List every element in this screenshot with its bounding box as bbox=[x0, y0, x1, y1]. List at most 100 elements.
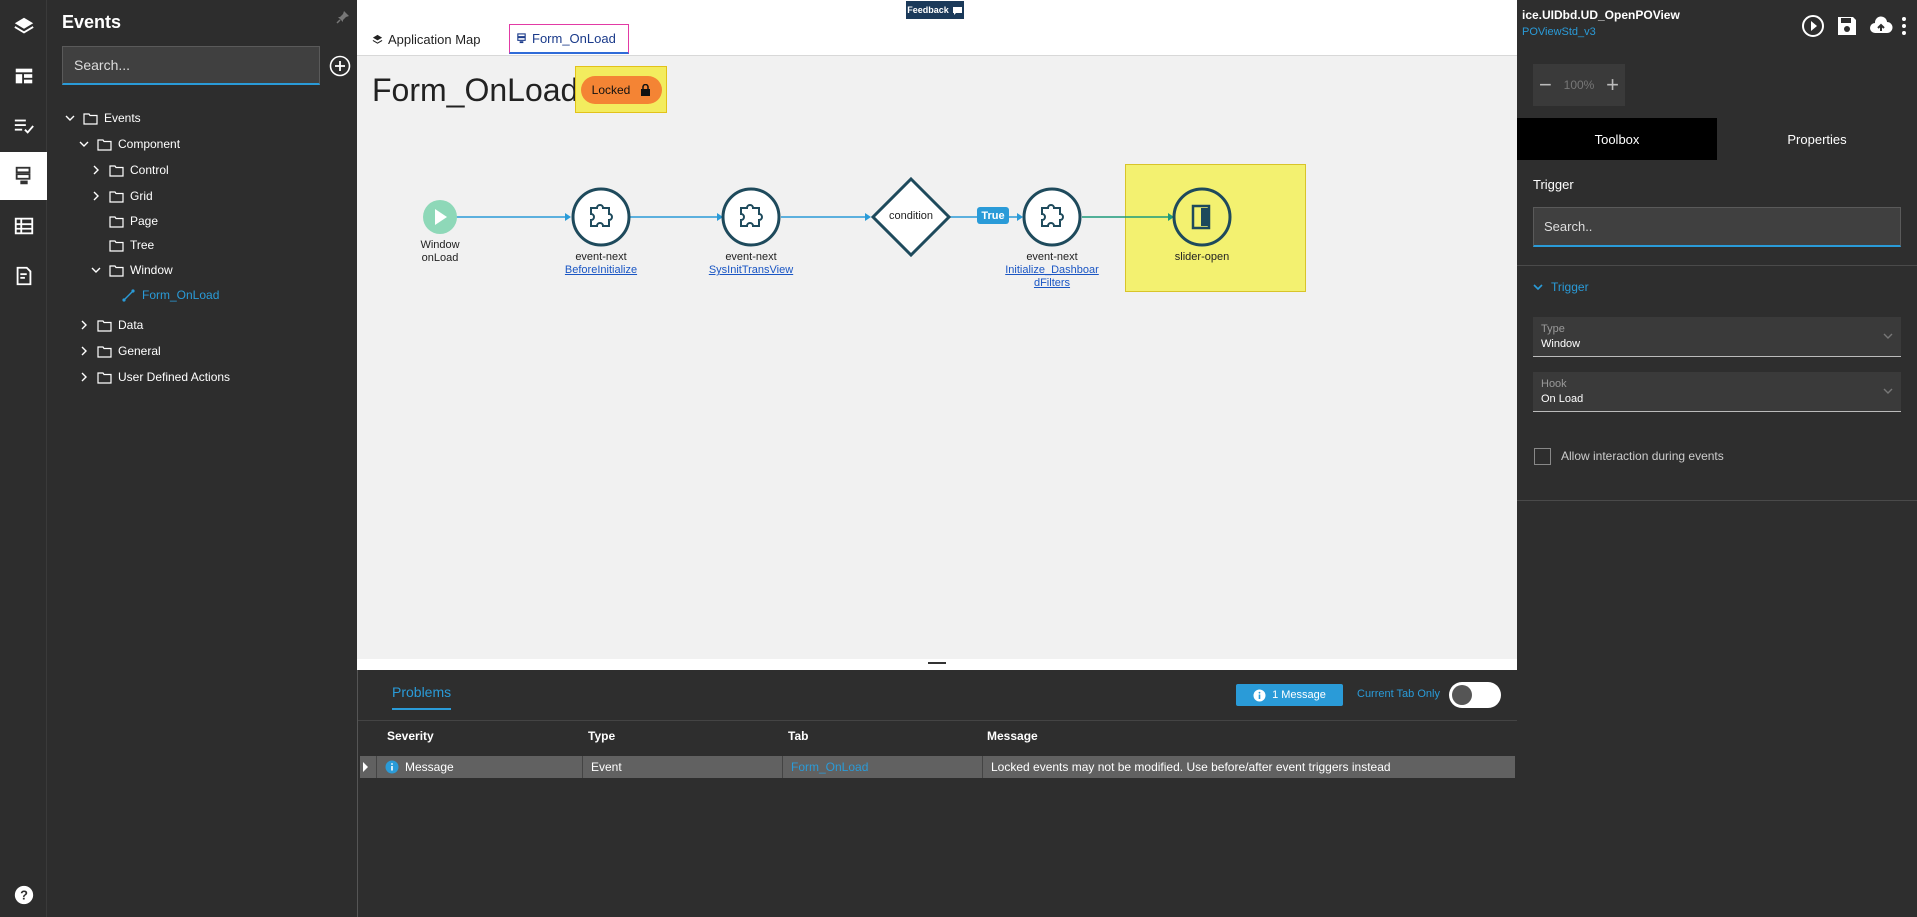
table-icon bbox=[14, 217, 33, 235]
tree-item-data[interactable]: Data bbox=[77, 316, 143, 334]
chevron-right-icon[interactable] bbox=[77, 370, 91, 384]
tree-item-window[interactable]: Window bbox=[89, 261, 173, 279]
tree-item-label: Tree bbox=[130, 238, 155, 252]
rail-table-button[interactable] bbox=[0, 202, 47, 250]
chevron-down-icon bbox=[1883, 388, 1893, 394]
tab-properties[interactable]: Properties bbox=[1717, 118, 1917, 160]
rail-events-button[interactable] bbox=[0, 152, 47, 200]
rail-dashboard-button[interactable] bbox=[0, 52, 47, 100]
table-row[interactable]: Message Event Form_OnLoad Locked events … bbox=[360, 756, 1515, 778]
start-node[interactable] bbox=[423, 200, 457, 234]
play-icon[interactable] bbox=[1801, 14, 1825, 38]
info-icon bbox=[385, 760, 399, 774]
explorer-search-input[interactable] bbox=[62, 46, 320, 85]
layer-subtitle-link[interactable]: POViewStd_v3 bbox=[1522, 26, 1596, 38]
locked-badge[interactable]: Locked bbox=[581, 76, 662, 104]
zoom-out-button[interactable]: − bbox=[1539, 72, 1552, 97]
tree-item-label: Form_OnLoad bbox=[142, 288, 220, 302]
node-link-beforeinitialize[interactable]: BeforeInitialize bbox=[564, 264, 638, 276]
hook-select[interactable]: Hook On Load bbox=[1533, 372, 1901, 412]
tree-item-component[interactable]: Component bbox=[77, 135, 180, 153]
chevron-right-icon[interactable] bbox=[89, 163, 103, 177]
right-panel-header: ice.UIDbd.UD_OpenPOView POViewStd_v3 bbox=[1517, 0, 1917, 53]
node-link-initialize-dashboard-1[interactable]: Initialize_Dashboar bbox=[1005, 264, 1099, 276]
tree-item-label: Events bbox=[104, 111, 141, 125]
checklist-icon bbox=[14, 119, 34, 134]
tree-item-general[interactable]: General bbox=[77, 342, 161, 360]
event-canvas[interactable]: Form_OnLoad Locked bbox=[357, 56, 1517, 659]
chevron-right-icon[interactable] bbox=[77, 344, 91, 358]
column-header-tab[interactable]: Tab bbox=[788, 729, 809, 743]
events-explorer: Events Events Component Control Grid Pag… bbox=[47, 0, 357, 917]
flow-diagram bbox=[423, 176, 1232, 258]
condition-node[interactable] bbox=[870, 176, 952, 258]
tree-item-label: Grid bbox=[130, 189, 153, 203]
current-tab-only-toggle[interactable] bbox=[1449, 682, 1501, 708]
rail-layers-button[interactable] bbox=[0, 2, 47, 50]
info-icon bbox=[1253, 689, 1266, 701]
puzzle-icon bbox=[740, 204, 763, 227]
folder-icon bbox=[97, 319, 112, 332]
event-next-node-beforeinitialize[interactable] bbox=[571, 187, 631, 247]
feedback-button[interactable]: Feedback bbox=[906, 1, 964, 19]
tree-item-user-defined-actions[interactable]: User Defined Actions bbox=[77, 368, 230, 386]
slider-open-node[interactable] bbox=[1172, 187, 1232, 247]
field-label: Hook bbox=[1541, 378, 1567, 390]
field-label: Type bbox=[1541, 323, 1565, 335]
problems-table-header: Severity Type Tab Message bbox=[358, 720, 1518, 750]
node-link-sysinittransview[interactable]: SysInitTransView bbox=[708, 264, 794, 276]
problems-panel: Problems 1 Message Current Tab Only Seve… bbox=[357, 670, 1518, 917]
add-event-button[interactable] bbox=[329, 55, 351, 77]
chevron-down-icon[interactable] bbox=[89, 263, 103, 277]
pin-icon[interactable] bbox=[336, 10, 350, 24]
tab-form-onload[interactable]: Form_OnLoad bbox=[509, 24, 629, 54]
divider bbox=[1517, 500, 1917, 501]
lock-highlight: Locked bbox=[575, 66, 667, 113]
tab-application-map[interactable]: Application Map bbox=[366, 24, 487, 54]
save-icon[interactable] bbox=[1835, 14, 1859, 38]
toolbox-search-input[interactable] bbox=[1533, 207, 1901, 247]
trigger-group-header[interactable]: Trigger bbox=[1533, 280, 1589, 294]
node-label: event-next bbox=[575, 251, 627, 263]
node-link-initialize-dashboard-2[interactable]: dFilters bbox=[1033, 277, 1071, 289]
event-next-node-sysinittransview[interactable] bbox=[721, 187, 781, 247]
type-select[interactable]: Type Window bbox=[1533, 317, 1901, 357]
rail-help-button[interactable]: ? bbox=[0, 871, 47, 917]
tab-toolbox[interactable]: Toolbox bbox=[1517, 118, 1717, 160]
tree-item-tree[interactable]: Tree bbox=[109, 236, 154, 254]
chevron-right-icon[interactable] bbox=[77, 318, 91, 332]
zoom-control: − 100% + bbox=[1533, 64, 1625, 106]
allow-interaction-checkbox[interactable] bbox=[1534, 448, 1551, 465]
folder-icon bbox=[97, 371, 112, 384]
chevron-down-icon[interactable] bbox=[63, 111, 77, 125]
rail-checklist-button[interactable] bbox=[0, 102, 47, 150]
folder-icon bbox=[109, 215, 124, 228]
folder-icon bbox=[109, 164, 124, 177]
message-count-badge[interactable]: 1 Message bbox=[1236, 684, 1343, 706]
dashboard-icon bbox=[15, 68, 32, 84]
event-next-node-initialize-dashboard-filters[interactable] bbox=[1022, 187, 1082, 247]
tree-item-control[interactable]: Control bbox=[89, 161, 169, 179]
page-title: Form_OnLoad bbox=[372, 72, 579, 108]
tab-problems[interactable]: Problems bbox=[392, 684, 452, 710]
panel-splitter[interactable] bbox=[357, 659, 1517, 670]
zoom-in-button[interactable]: + bbox=[1606, 72, 1619, 97]
expand-row-icon[interactable] bbox=[363, 762, 368, 772]
tree-item-grid[interactable]: Grid bbox=[89, 187, 153, 205]
splitter-grip[interactable] bbox=[928, 662, 946, 664]
tree-item-events[interactable]: Events bbox=[63, 109, 141, 127]
cloud-upload-icon[interactable] bbox=[1869, 14, 1893, 38]
rail-edit-document-button[interactable] bbox=[0, 252, 47, 300]
more-vertical-icon[interactable] bbox=[1898, 14, 1910, 38]
chevron-down-icon[interactable] bbox=[77, 137, 91, 151]
start-node-label-1: Window bbox=[420, 239, 460, 251]
chevron-right-icon[interactable] bbox=[89, 189, 103, 203]
column-header-message[interactable]: Message bbox=[987, 729, 1038, 743]
folder-icon bbox=[109, 239, 124, 252]
column-header-severity[interactable]: Severity bbox=[387, 729, 434, 743]
tree-item-form-onload[interactable]: Form_OnLoad bbox=[121, 286, 219, 304]
column-header-type[interactable]: Type bbox=[588, 729, 616, 743]
trigger-group-label: Trigger bbox=[1551, 280, 1589, 294]
tree-item-page[interactable]: Page bbox=[109, 212, 158, 230]
cell-tab-link[interactable]: Form_OnLoad bbox=[782, 756, 982, 778]
